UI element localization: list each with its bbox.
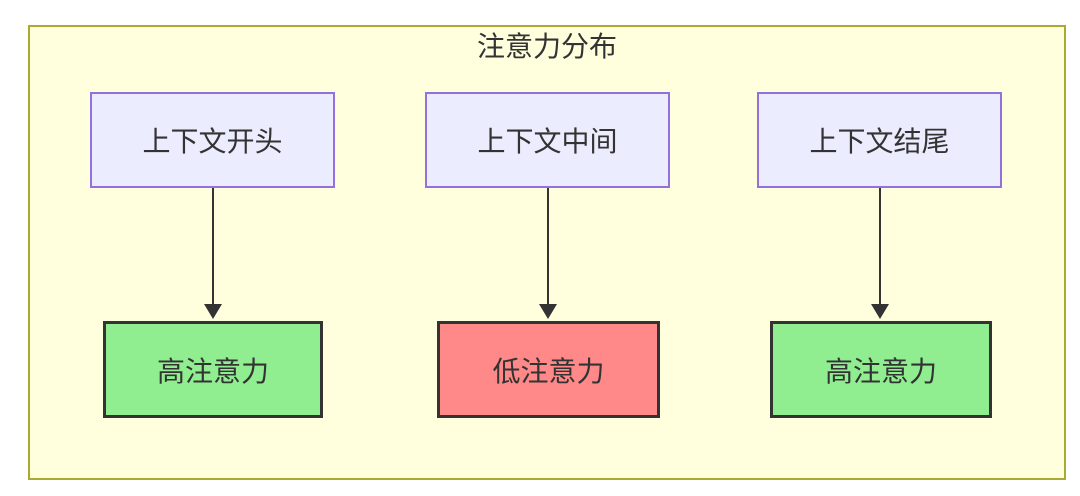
node-high-attention-right-label: 高注意力 <box>824 355 937 387</box>
node-high-attention-right: 高注意力 <box>770 321 992 418</box>
node-context-start: 上下文开头 <box>90 92 335 188</box>
diagram-title: 注意力分布 <box>476 31 617 62</box>
node-context-end-label: 上下文结尾 <box>809 126 950 157</box>
node-high-attention-left-label: 高注意力 <box>156 355 269 387</box>
node-context-start-label: 上下文开头 <box>142 126 283 157</box>
node-context-end: 上下文结尾 <box>757 92 1002 188</box>
node-high-attention-left: 高注意力 <box>103 321 323 418</box>
node-context-middle: 上下文中间 <box>425 92 670 188</box>
node-low-attention-middle-label: 低注意力 <box>492 355 605 387</box>
node-low-attention-middle: 低注意力 <box>437 321 660 418</box>
node-context-middle-label: 上下文中间 <box>477 126 618 157</box>
